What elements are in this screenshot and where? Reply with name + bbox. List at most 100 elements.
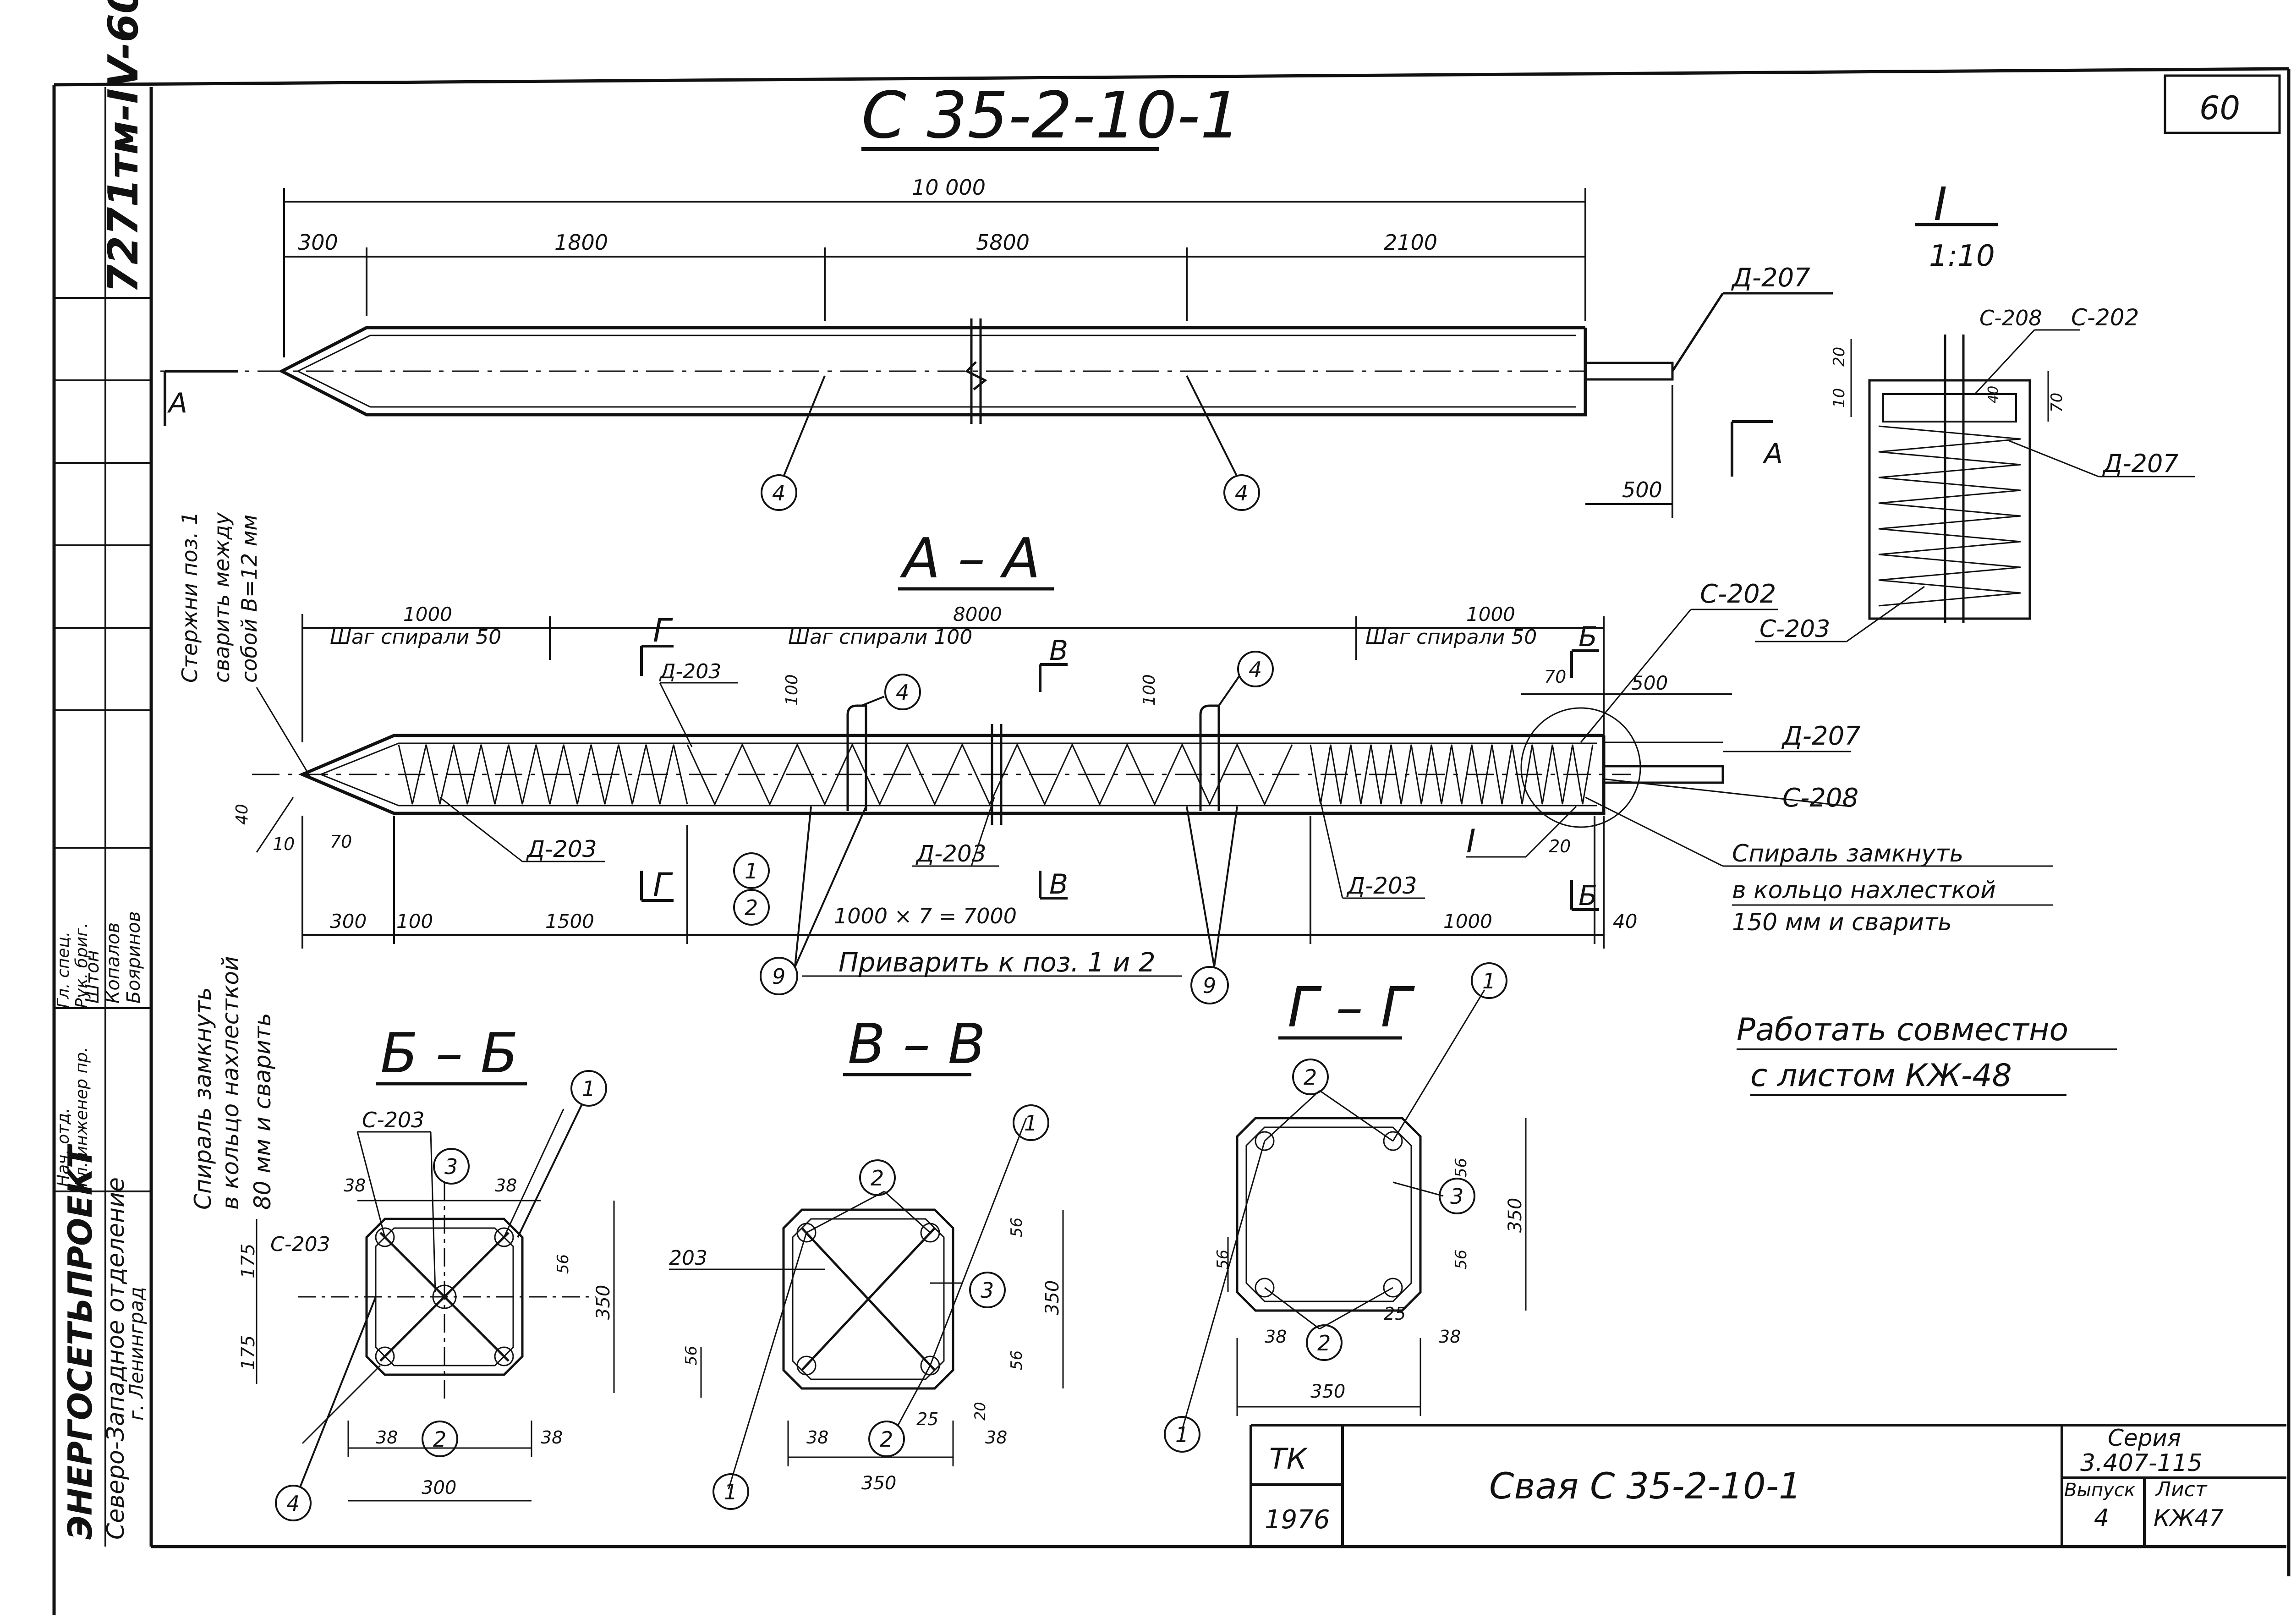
- vv-dim-56b: 56: [682, 1346, 701, 1366]
- gg-dim-56c: 56: [1452, 1250, 1470, 1269]
- vclose-1: Спираль замкнуть: [190, 987, 216, 1210]
- aa-dim-100-a: 100: [783, 674, 801, 706]
- tb-year: 1976: [1265, 1505, 1330, 1535]
- bb-dim-38c: 38: [376, 1427, 398, 1448]
- tb-name: Свая С 35-2-10-1: [1489, 1466, 1801, 1507]
- dim-tip: 300: [298, 230, 338, 255]
- aa-step-mid: Шаг спирали 100: [788, 625, 972, 649]
- vv-dim-38a: 38: [806, 1427, 828, 1448]
- aa-bot-100: 100: [396, 910, 433, 933]
- vv-label-203: 203: [669, 1246, 707, 1270]
- label-d203-a: Д-203: [659, 660, 721, 683]
- cut-v-bottom: В: [1049, 868, 1068, 900]
- section-gg: Г – Г 56 56 350 56 38 25: [1164, 962, 1527, 1453]
- detail-i: I 1:10 С-208 С-202 Д-207 С-203 20 10 40 …: [1755, 177, 2195, 643]
- dim-tail: 500: [1622, 477, 1662, 502]
- bb-label-c203-top: С-203: [362, 1108, 425, 1132]
- side-name-1: Штон: [82, 950, 103, 1004]
- gg-callout-2b: 2: [1317, 1331, 1331, 1355]
- elev-callout-2: 4: [1235, 481, 1248, 505]
- dim-left: 1800: [554, 230, 608, 255]
- aa-callout-2: 2: [745, 895, 758, 920]
- vclose-2: в кольцо нахлесткой: [217, 956, 244, 1210]
- close-note-2: в кольцо нахлесткой: [1732, 877, 1996, 904]
- aa-top-right: 1000: [1466, 603, 1515, 625]
- main-title: С 35-2-10-1: [861, 78, 1241, 153]
- section-bb: Б – Б С-203 С: [238, 1022, 615, 1521]
- detail-label-d207: Д-207: [2102, 449, 2179, 478]
- gg-callout-2a: 2: [1304, 1065, 1317, 1090]
- gg-callout-1b: 1: [1175, 1422, 1189, 1447]
- aa-dim-40: 40: [233, 804, 252, 825]
- vv-callout-2a: 2: [871, 1166, 884, 1191]
- close-note-3: 150 мм и сварить: [1732, 909, 1952, 936]
- bb-dim-38b: 38: [495, 1175, 517, 1196]
- left-note-1: Стержни поз. 1: [177, 511, 202, 683]
- section-mark-left: А: [167, 387, 187, 419]
- section-vv: В – В 203 56 56 350: [669, 1013, 1064, 1510]
- tb-issue-value: 4: [2094, 1504, 2109, 1532]
- vv-callout-3: 3: [981, 1278, 994, 1303]
- label-c208: С-208: [1782, 783, 1858, 813]
- left-note-2: сварить между: [209, 512, 234, 683]
- close-note-1: Спираль замкнуть: [1732, 840, 1963, 867]
- gg-dim-56b: 56: [1214, 1250, 1232, 1269]
- aa-top-mid: 8000: [953, 603, 1002, 625]
- vv-dim-25: 25: [916, 1409, 938, 1429]
- sheet-number: 60: [2199, 89, 2240, 127]
- sheet-frame: [52, 67, 2291, 1615]
- gg-dim-38b: 38: [1439, 1327, 1461, 1347]
- side-role-4: Рук. бриг.: [72, 923, 91, 1008]
- detail-i-scale: 1:10: [1929, 239, 1995, 273]
- side-city: г. Ленинград: [125, 1287, 148, 1421]
- weld-note: Приварить к поз. 1 и 2: [839, 947, 1156, 978]
- aa-callout-9b: 9: [1203, 973, 1216, 998]
- side-role-3: Гл. спец.: [54, 932, 73, 1008]
- bb-dim-350: 350: [593, 1285, 614, 1320]
- aa-step-right: Шаг спирали 50: [1365, 625, 1537, 649]
- section-vv-title: В – В: [848, 1013, 986, 1076]
- cut-v-top: В: [1049, 635, 1068, 667]
- tb-series-value: 3.407-115: [2080, 1449, 2203, 1477]
- vv-dim-56c: 56: [1008, 1350, 1026, 1370]
- vv-callout-1a: 1: [1024, 1111, 1037, 1136]
- title-block: ТК 1976 Свая С 35-2-10-1 Серия 3.407-115…: [1250, 1424, 2286, 1547]
- section-aa: А – А 1000 8000 1000 Шаг спирали 50 Шаг …: [177, 511, 2053, 1210]
- label-d203-c: Д-203: [915, 840, 987, 867]
- gg-dim-350b: 350: [1310, 1381, 1345, 1402]
- detail-dim-70: 70: [2048, 393, 2066, 412]
- detail-dim-20: 20: [1830, 347, 1848, 367]
- vv-dim-38b: 38: [985, 1427, 1007, 1448]
- bb-dim-38a: 38: [344, 1175, 366, 1196]
- bb-dim-56: 56: [554, 1254, 572, 1274]
- detail-i-title: I: [1934, 177, 1947, 231]
- aa-bot-300: 300: [330, 910, 367, 933]
- vv-dim-56a: 56: [1008, 1218, 1026, 1237]
- gg-dim-38a: 38: [1265, 1327, 1287, 1347]
- gg-callout-1a: 1: [1482, 969, 1496, 993]
- vv-dim-350: 350: [1042, 1280, 1063, 1315]
- side-role-2: Гл. инженер пр.: [72, 1047, 91, 1187]
- section-gg-title: Г – Г: [1288, 976, 1415, 1040]
- side-institute: ЭНЕРГОСЕТЬПРОЕКТ: [61, 1144, 99, 1540]
- cut-g-bottom: Г: [653, 866, 673, 904]
- vv-callout-2b: 2: [880, 1427, 893, 1452]
- vclose-3: 80 мм и сварить: [249, 1013, 276, 1210]
- section-mark-right: А: [1762, 438, 1783, 470]
- aa-bot-1500: 1500: [545, 910, 594, 933]
- side-role-1: Нач. отд.: [54, 1108, 73, 1187]
- tb-sheet-label: Лист: [2155, 1478, 2208, 1501]
- section-aa-title: А – А: [899, 527, 1040, 591]
- gg-dim-56a: 56: [1452, 1158, 1470, 1178]
- aa-bot-pitch: 1000 × 7 = 7000: [834, 904, 1017, 928]
- main-title-group: С 35-2-10-1: [861, 78, 1241, 153]
- bb-callout-2: 2: [433, 1427, 446, 1452]
- gg-dim-25: 25: [1384, 1304, 1406, 1324]
- spiral-reinforcement: [398, 743, 1594, 806]
- aa-top-left: 1000: [403, 603, 452, 625]
- left-note-3: собой В=12 мм: [237, 515, 262, 683]
- vv-dim-350b: 350: [861, 1473, 896, 1494]
- detail-dim-40: 40: [1985, 386, 2001, 403]
- aa-callout-1: 1: [745, 859, 758, 883]
- cut-g-top: Г: [653, 612, 673, 649]
